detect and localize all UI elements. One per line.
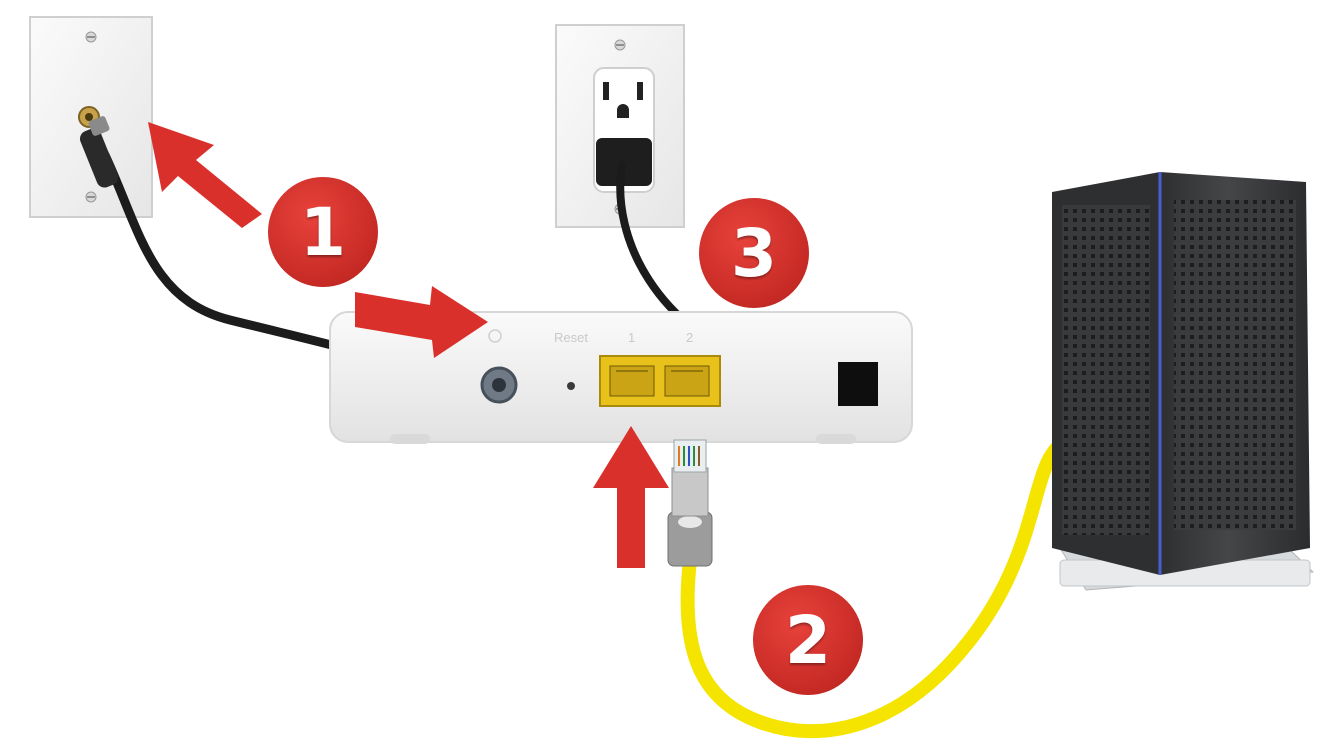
arrows bbox=[148, 122, 669, 568]
ethernet-cable bbox=[667, 438, 1067, 739]
arrow-icon bbox=[355, 286, 488, 358]
computer-tower bbox=[1052, 172, 1315, 591]
power-outlet bbox=[555, 24, 685, 228]
step-badge-1 bbox=[268, 177, 378, 287]
step-badge-2 bbox=[753, 585, 863, 695]
reset-button bbox=[567, 382, 575, 390]
arrow-icon bbox=[593, 426, 669, 568]
step-badge-3 bbox=[699, 198, 809, 308]
coax-wall-plate bbox=[29, 16, 153, 218]
power-port bbox=[838, 362, 878, 406]
modem bbox=[329, 311, 913, 444]
arrow-icon bbox=[148, 122, 262, 228]
